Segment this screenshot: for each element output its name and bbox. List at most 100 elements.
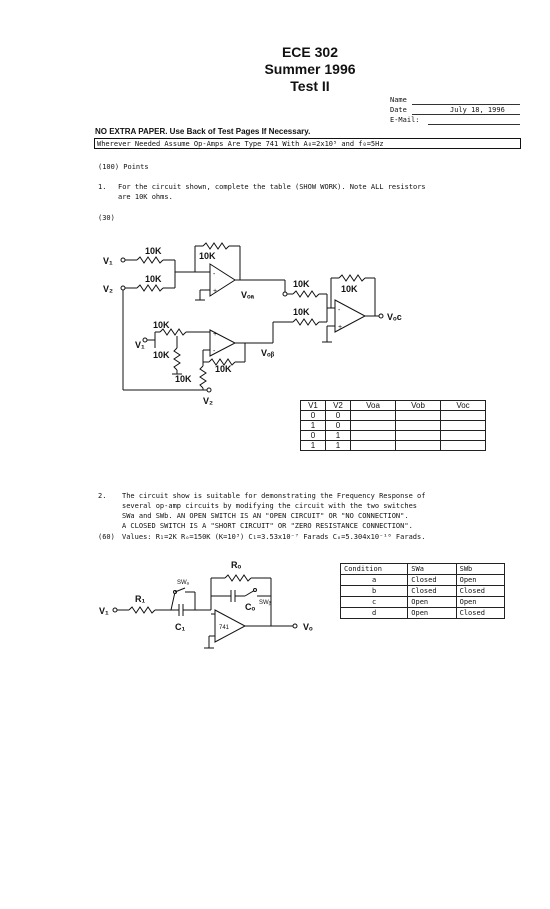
- q2-swa-label: SWₐ: [177, 580, 190, 586]
- q2-cell-swa: Open: [407, 596, 457, 608]
- term-title: Summer 1996: [264, 61, 356, 77]
- q1-cell-v1: 1: [300, 440, 326, 451]
- q1-points: (30): [98, 214, 115, 222]
- q2-line4: A CLOSED SWITCH IS A "SHORT CIRCUIT" OR …: [122, 522, 413, 530]
- q1-cell-v1: 0: [300, 430, 326, 441]
- q1-rf3-label: 10K: [341, 284, 358, 294]
- q1-r8-label: 10K: [215, 364, 232, 374]
- email-label: E-Mail:: [390, 116, 420, 124]
- q1-cell-voa[interactable]: [350, 410, 396, 421]
- q2-line2: several op-amp circuits by modifying the…: [122, 502, 418, 510]
- q1-cell-v2: 1: [325, 440, 351, 451]
- q1-cell-v1: 0: [300, 410, 326, 421]
- q1-th-v1: V1: [300, 400, 326, 411]
- q2-circuit-diagram: V₁ R₁ C₁ Rₒ Cₒ Vₒ SWₐ SWᵦ 741: [99, 560, 313, 649]
- table-row: 0 0: [300, 410, 486, 421]
- q1-r1-label: 10K: [145, 246, 162, 256]
- q2-cell-condition: b: [339, 585, 409, 597]
- q2-cell-swb: Open: [455, 574, 506, 586]
- table-row: b Closed Closed: [339, 585, 506, 597]
- q1-oa2-plus: +: [213, 331, 217, 338]
- q1-cell-v2: 1: [325, 430, 351, 441]
- q1-cell-voa[interactable]: [350, 440, 396, 451]
- q2-cell-condition: c: [339, 596, 409, 608]
- table-row: 0 1: [300, 430, 486, 441]
- q1-cell-voc[interactable]: [440, 410, 486, 421]
- q2-line1: The circuit show is suitable for demonst…: [122, 492, 426, 500]
- q2-cell-swa: Closed: [407, 585, 457, 597]
- q1-cell-vob[interactable]: [395, 420, 441, 431]
- q1-circuit-diagram: V₁ V₂ 10K 10K 10K Vₒₐ 10K 10K 10K Vₒc 10…: [103, 242, 402, 406]
- name-label: Name: [390, 96, 407, 104]
- table-row: c Open Open: [339, 596, 506, 608]
- q2-cell-swb: Closed: [455, 585, 506, 597]
- q1-r3-label: 10K: [293, 279, 310, 289]
- q2-th-swb: SWb: [455, 563, 506, 575]
- q2-points: (60): [98, 533, 115, 541]
- q1-text-line1: For the circuit shown, complete the tabl…: [118, 183, 426, 191]
- q1-cell-voc[interactable]: [440, 430, 486, 441]
- course-title: ECE 302: [281, 44, 339, 60]
- date-label: Date: [390, 106, 407, 114]
- q1-oa3-minus: -: [338, 307, 341, 314]
- table-row: a Closed Open: [339, 574, 506, 586]
- q2-cell-swb: Open: [455, 596, 506, 608]
- q1-th-v2: V2: [325, 400, 351, 411]
- q2-cell-swa: Closed: [407, 574, 457, 586]
- q1-cell-voa[interactable]: [350, 430, 396, 441]
- q2-cf-label: Cₒ: [245, 602, 255, 612]
- q1-r2-label: 10K: [145, 274, 162, 284]
- q1-cell-voa[interactable]: [350, 420, 396, 431]
- q2-table-header: Condition SWa SWb: [339, 563, 506, 575]
- q2-condition-table: Condition SWa SWb a Closed Open b Closed…: [339, 563, 506, 619]
- q1-v2-label: V₂: [103, 284, 113, 294]
- q2-line3: SWa and SWb. AN OPEN SWITCH IS AN "OPEN …: [122, 512, 409, 520]
- q1-th-vob: Vob: [395, 400, 441, 411]
- q2-r1-label: R₁: [135, 594, 145, 604]
- q1-voc-label: Vₒc: [387, 312, 402, 322]
- q2-cell-swa: Open: [407, 607, 457, 619]
- q2-opamp-label: 741: [219, 625, 230, 631]
- q1-cell-v1: 1: [300, 420, 326, 431]
- assumption-box: Wherever Needed Assume Op-Amps Are Type …: [94, 138, 521, 149]
- q1-v1b-label: V₁: [135, 340, 145, 350]
- q1-cell-voc[interactable]: [440, 440, 486, 451]
- q2-number: 2.: [98, 492, 107, 500]
- q2-th-condition: Condition: [339, 563, 409, 575]
- q2-c1-label: C₁: [175, 622, 185, 632]
- date-line: [412, 114, 520, 115]
- q2-cell-condition: a: [339, 574, 409, 586]
- q1-oa1-plus: +: [213, 288, 217, 295]
- q2-th-swa: SWa: [407, 563, 457, 575]
- email-line: [428, 124, 520, 125]
- q2-vo-label: Vₒ: [303, 622, 313, 632]
- q1-cell-v2: 0: [325, 420, 351, 431]
- name-line: [412, 104, 520, 105]
- q1-v2b-label: V₂: [203, 396, 213, 406]
- q1-v1-label: V₁: [103, 256, 113, 266]
- q2-cell-condition: d: [339, 607, 409, 619]
- q1-oa2-minus: -: [213, 348, 216, 355]
- table-row: 1 0: [300, 420, 486, 431]
- q1-cell-vob[interactable]: [395, 440, 441, 451]
- q1-oa3-plus: +: [338, 324, 342, 331]
- q2-cell-swb: Closed: [455, 607, 506, 619]
- q1-cell-vob[interactable]: [395, 430, 441, 441]
- q1-number: 1.: [98, 183, 107, 191]
- q1-table-header: V1 V2 Voa Vob Voc: [300, 400, 486, 411]
- q1-vob-label: Vₒᵦ: [261, 348, 275, 358]
- q1-cell-vob[interactable]: [395, 410, 441, 421]
- q1-rf1-label: 10K: [199, 251, 216, 261]
- q1-th-voc: Voc: [440, 400, 486, 411]
- q1-cell-voc[interactable]: [440, 420, 486, 431]
- total-points: (100) Points: [98, 163, 149, 171]
- table-row: 1 1: [300, 440, 486, 451]
- q2-v1-label: V₁: [99, 606, 109, 616]
- q1-r5-label: 10K: [153, 320, 170, 330]
- date-value: July 18, 1996: [450, 106, 505, 114]
- q1-truth-table: V1 V2 Voa Vob Voc 0 0 1 0 0 1 1 1: [300, 400, 486, 451]
- q1-oa1-minus: -: [213, 271, 216, 278]
- q1-th-voa: Voa: [350, 400, 396, 411]
- q2-values: Values: R₁=2K Rₒ=150K (K=10³) C₁=3.53x10…: [122, 533, 426, 541]
- q1-r4-label: 10K: [293, 307, 310, 317]
